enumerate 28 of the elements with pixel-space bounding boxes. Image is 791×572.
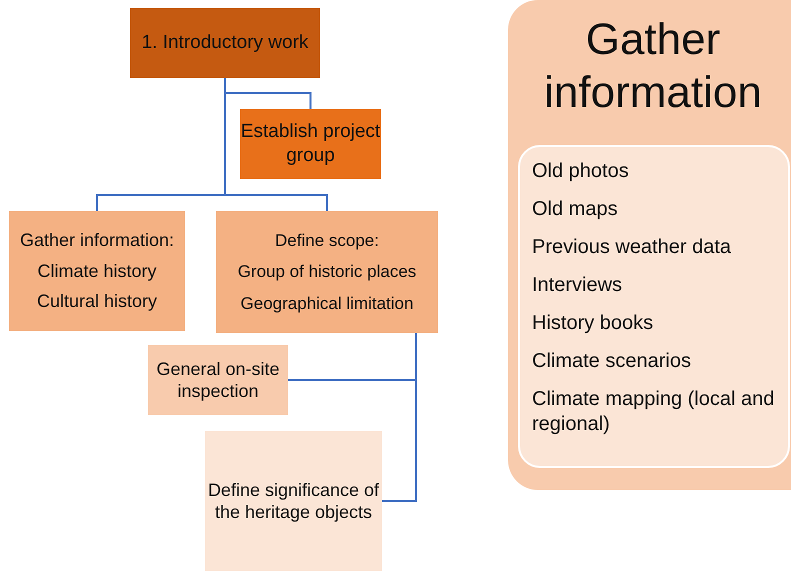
info-panel: [508, 0, 791, 490]
list-item: Interviews: [532, 273, 622, 298]
box-item: Group of historic places: [238, 261, 416, 283]
box-item: Climate history: [37, 260, 157, 282]
box-label: Define significance of the heritage objects: [206, 478, 380, 524]
connector-line: [224, 78, 328, 211]
box-item: Cultural history: [36, 290, 158, 313]
box-label: Gather information:: [20, 229, 174, 252]
process-box: [216, 211, 438, 333]
box-label: General on-site inspection: [155, 358, 281, 402]
connector-line: [382, 333, 417, 502]
box-label: Establish project group: [240, 120, 381, 168]
panel-title: Gather information: [543, 14, 763, 119]
list-item: Previous weather data: [532, 235, 732, 260]
process-box: [130, 8, 320, 78]
list-item: Climate mapping (local and regional): [532, 387, 776, 437]
list-item: Old photos: [532, 159, 629, 184]
list-card: [518, 145, 790, 468]
list-item: History books: [532, 311, 654, 336]
process-box: [148, 345, 288, 415]
list-item: Climate scenarios: [532, 349, 691, 374]
box-item: Geographical limitation: [240, 292, 414, 314]
process-box: [9, 211, 185, 331]
process-box: [205, 431, 382, 571]
list-item: Old maps: [532, 197, 618, 222]
box-label: Define scope:: [275, 230, 379, 252]
process-box: [240, 109, 381, 179]
box-label: 1. Introductory work: [142, 31, 308, 55]
